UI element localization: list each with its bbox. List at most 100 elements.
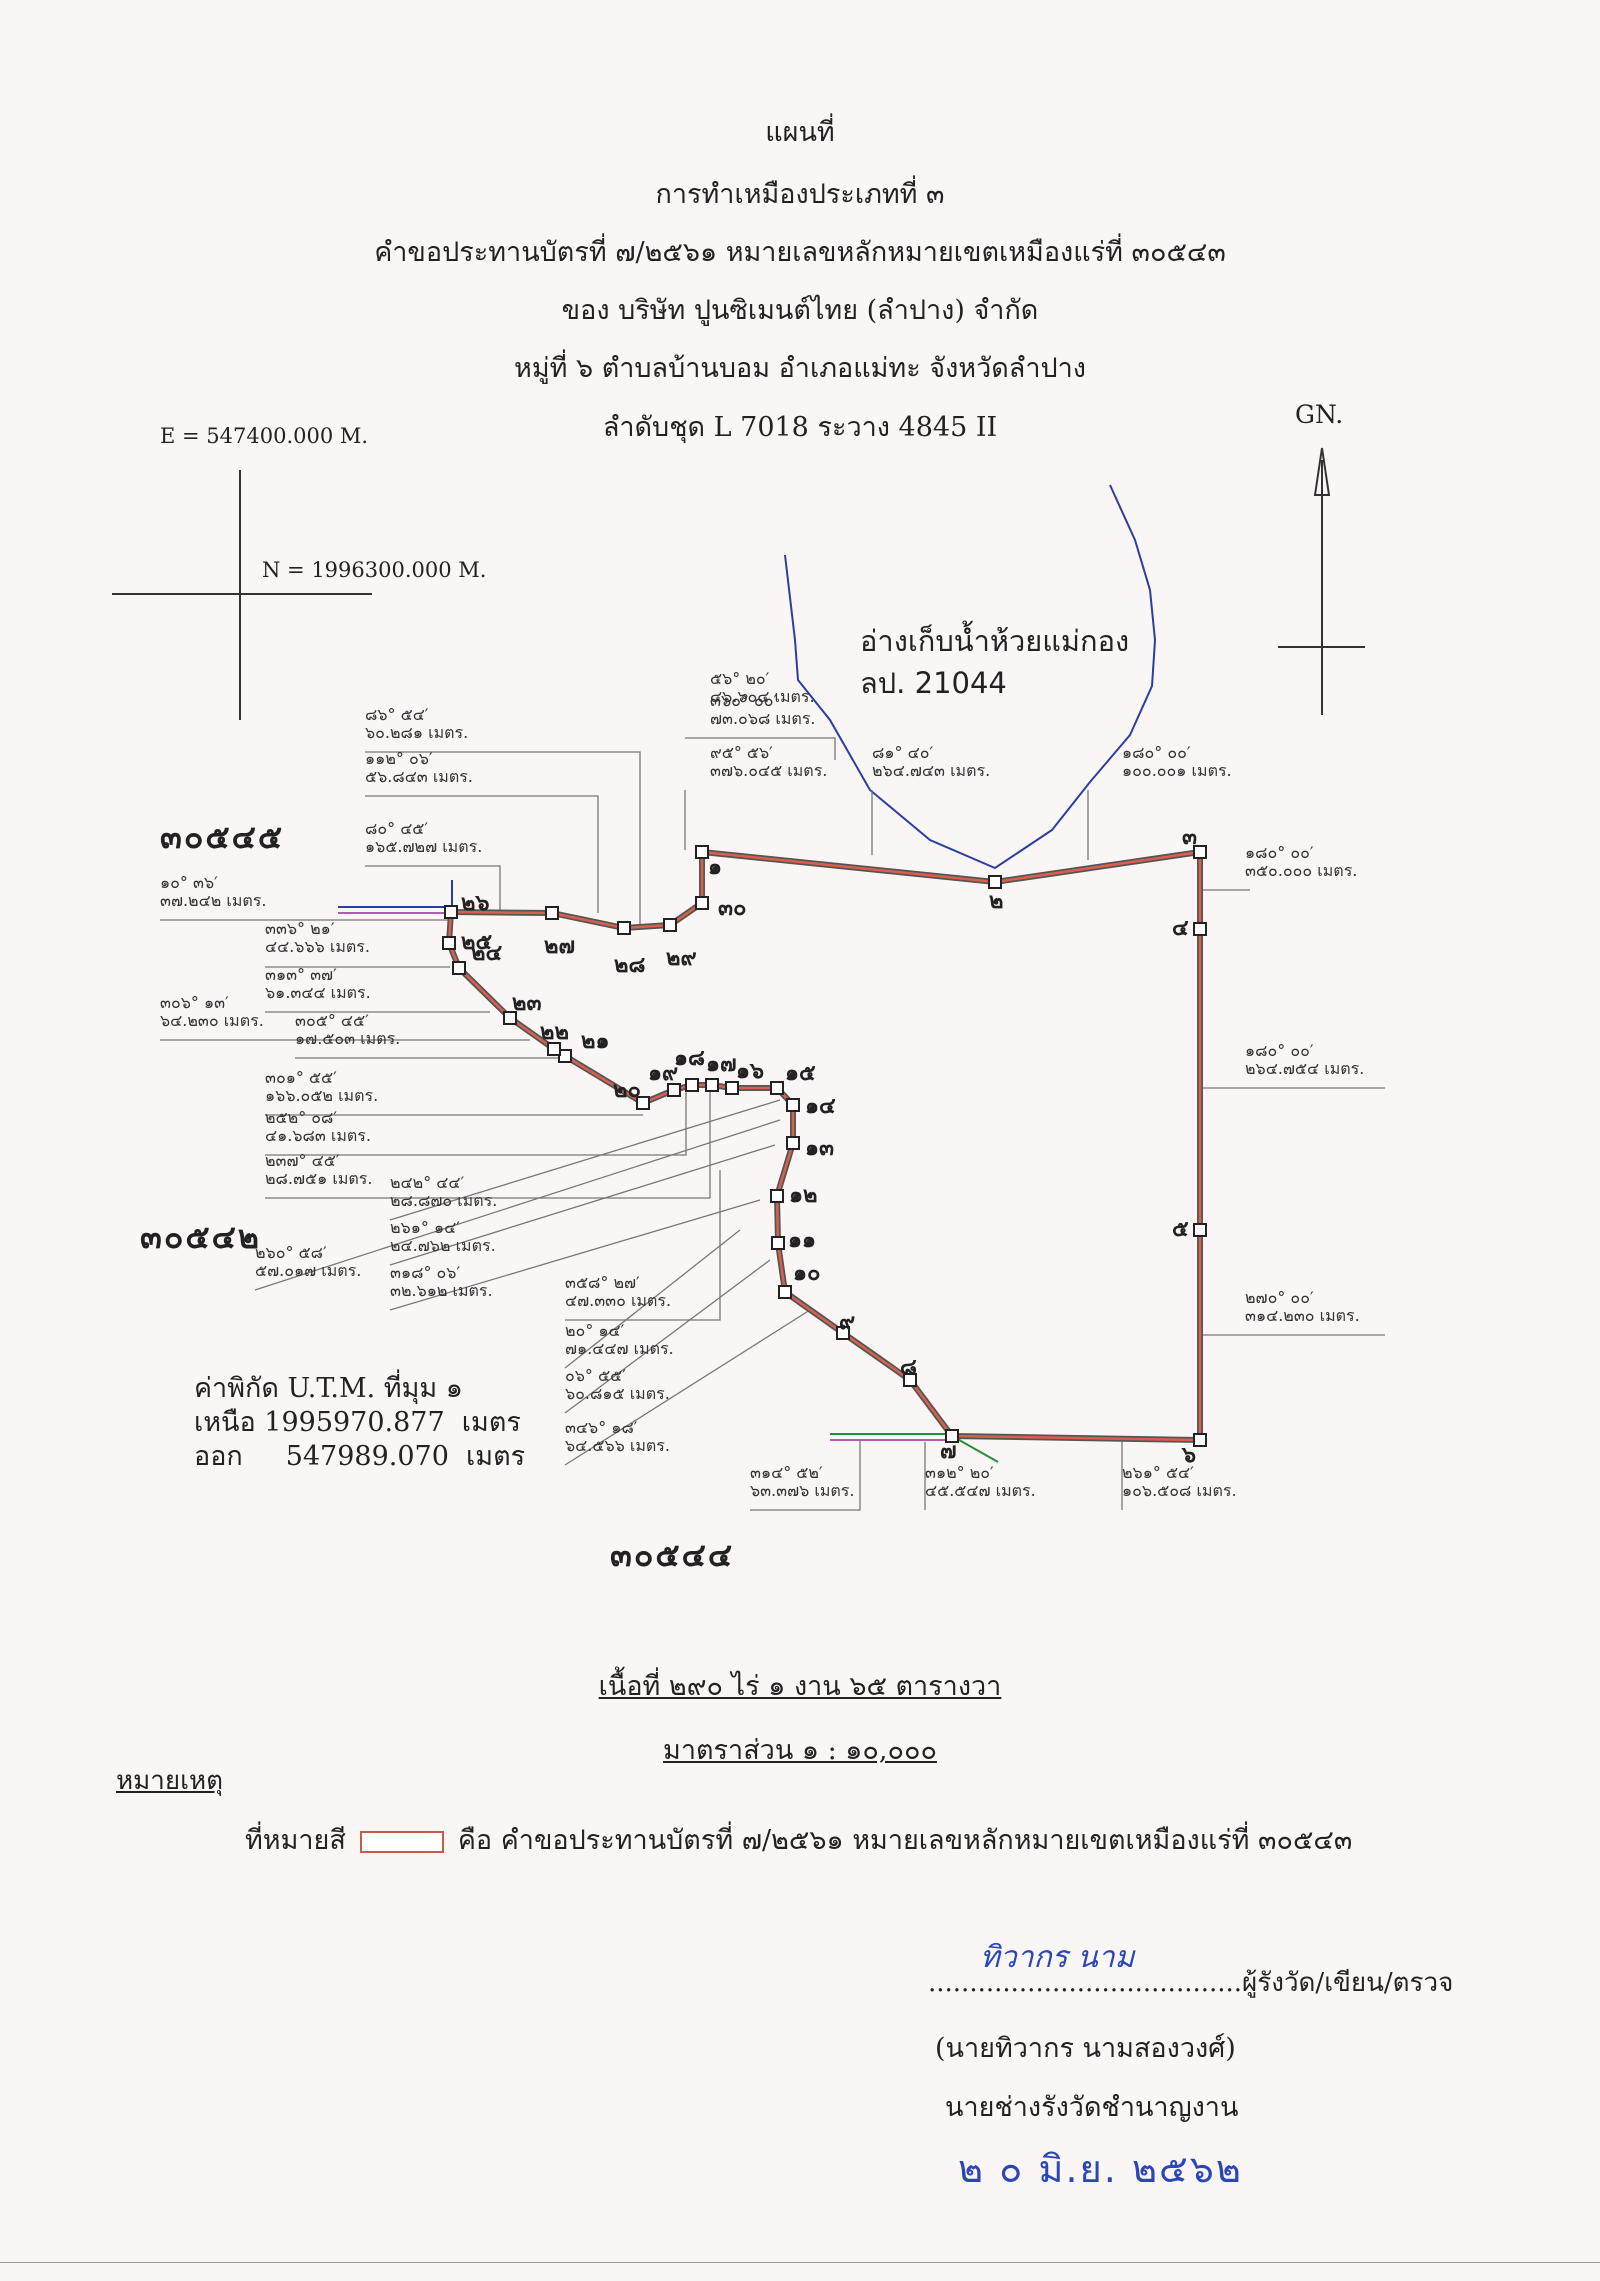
boundary-marker-label: ๒๓ bbox=[512, 990, 542, 1016]
bearing-distance: ๒๘.๗๕๑ เมตร. bbox=[265, 1169, 372, 1188]
adjacent-boundary-southeast bbox=[951, 1435, 999, 1463]
bearing-distance: ๒๘.๘๗๐ เมตร. bbox=[390, 1191, 497, 1210]
boundary-marker-label: ๒๒ bbox=[540, 1019, 569, 1045]
bearing-label: ๓๔๖° ๑๘′๖๔.๕๖๖ เมตร. bbox=[565, 1418, 670, 1455]
boundary-marker bbox=[705, 1078, 719, 1092]
bearing-label: ๑๑๒° ๐๖′๕๖.๘๔๓ เมตร. bbox=[365, 749, 473, 786]
bearing-angle: ๘๖° ๕๔′ bbox=[365, 705, 429, 724]
bearing-distance: ๑๐๐.๐๐๑ เมตร. bbox=[1122, 761, 1232, 780]
boundary-marker-label: ๑๗ bbox=[706, 1051, 737, 1077]
bearing-angle: ๓๑๘° ๐๖′ bbox=[390, 1263, 460, 1282]
bearing-angle: ๘๐° ๔๕′ bbox=[365, 819, 428, 838]
bearing-label: ๒๓๗° ๔๕′๒๘.๗๕๑ เมตร. bbox=[265, 1151, 372, 1188]
bearing-label: ๒๔๒° ๔๔′๒๘.๘๗๐ เมตร. bbox=[390, 1173, 497, 1210]
bearing-label: ๓๐๕° ๔๕′๑๗.๕๐๓ เมตร. bbox=[295, 1011, 400, 1048]
bearing-angle: ๓๔๖° ๑๘′ bbox=[565, 1418, 638, 1437]
boundary-marker bbox=[988, 875, 1002, 889]
bearing-label: ๓๑๓° ๓๗′๖๑.๓๔๔ เมตร. bbox=[265, 965, 371, 1002]
bearing-label: ๑๘๐° ๐๐′๒๖๔.๗๕๔ เมตร. bbox=[1245, 1041, 1364, 1078]
boundary-marker bbox=[667, 1083, 681, 1097]
utm-east: ออก 547989.070 เมตร bbox=[194, 1441, 526, 1472]
boundary-marker bbox=[903, 1373, 917, 1387]
bearing-angle: ๑๐° ๓๖′ bbox=[160, 873, 218, 892]
bearing-angle: ๓๑๒° ๒๐′ bbox=[925, 1463, 994, 1482]
utm-north: เหนือ 1995970.877 เมตร bbox=[194, 1407, 521, 1438]
company-name: ของ บริษัท ปูนซิเมนต์ไทย (ลำปาง) จำกัด bbox=[561, 295, 1039, 326]
boundary-marker-label: ๑๐ bbox=[793, 1260, 820, 1286]
surveyor-title: นายช่างรังวัดชำนาญงาน bbox=[945, 2092, 1239, 2123]
bearing-labels: ๘๖° ๕๔′๖๐.๒๘๑ เมตร. ๑๑๒° ๐๖′๕๖.๘๔๓ เมตร. ๘… bbox=[160, 669, 1364, 1500]
boundary-marker-label: ๑๖ bbox=[736, 1058, 764, 1084]
bearing-label: ๓๑๒° ๒๐′๔๕.๕๔๗ เมตร. bbox=[925, 1463, 1036, 1500]
boundary-marker-label: ๒๑ bbox=[581, 1028, 609, 1054]
neighbor-lot-north: ๓๐๕๔๕ bbox=[160, 818, 285, 856]
bottom-rule bbox=[0, 2262, 1600, 2263]
bearing-label: ๒๕๒° ๐๘′๔๑.๖๘๓ เมตร. bbox=[265, 1108, 371, 1145]
bearing-angle: ๑๑๒° ๐๖′ bbox=[365, 749, 433, 768]
boundary-marker bbox=[770, 1189, 784, 1203]
bearing-label: ๘๖° ๕๔′๖๐.๒๘๑ เมตร. bbox=[365, 705, 468, 742]
bearing-distance: ๖๐.๘๑๕ เมตร. bbox=[565, 1384, 670, 1403]
map-series: ลำดับชุด L 7018 ระวาง 4845 II bbox=[602, 412, 998, 443]
reservoir-name: อ่างเก็บน้ำห้วยแม่กอง bbox=[860, 624, 1130, 658]
boundary-marker bbox=[636, 1096, 650, 1110]
bearing-label: ๓๐๑° ๕๕′๑๖๖.๐๕๒ เมตร. bbox=[265, 1068, 378, 1105]
boundary-marker-label: ๕ bbox=[1172, 1216, 1189, 1242]
bearing-distance: ๓๑๔.๒๓๐ เมตร. bbox=[1245, 1306, 1360, 1325]
boundary-marker bbox=[444, 905, 458, 919]
bearing-label: ๘๑° ๔๐′๒๖๔.๗๔๓ เมตร. bbox=[872, 743, 990, 780]
bearing-distance: ๑๐๖.๕๐๘ เมตร. bbox=[1122, 1481, 1237, 1500]
reservoir-code: ลป. 21044 bbox=[860, 666, 1007, 700]
bearing-distance: ๗๑.๔๔๗ เมตร. bbox=[565, 1339, 674, 1358]
boundary-marker-label: ๑๔ bbox=[805, 1093, 836, 1119]
boundary-marker bbox=[770, 1081, 784, 1095]
concession-request: คำขอประทานบัตรที่ ๗/๒๕๖๑ หมายเลขหลักหมาย… bbox=[374, 237, 1226, 268]
boundary-marker-label: ๒๔ bbox=[471, 940, 503, 966]
boundary-marker bbox=[442, 936, 456, 950]
scale-text: มาตราส่วน ๑ : ๑๐,๐๐๐ bbox=[663, 1735, 937, 1766]
bearing-distance: ๑๖๕.๗๒๗ เมตร. bbox=[365, 837, 482, 856]
bearing-angle: ๓๓๖° ๒๑′ bbox=[265, 919, 335, 938]
bearing-angle: ๓๑๔° ๕๒′ bbox=[750, 1463, 823, 1482]
bearing-angle: ๒๗๐° ๐๐′ bbox=[1245, 1288, 1314, 1307]
bearing-distance: ๖๔.๕๖๖ เมตร. bbox=[565, 1436, 670, 1455]
boundary-marker bbox=[695, 845, 709, 859]
reservoir-boundary bbox=[784, 484, 1157, 870]
bearing-distance: ๖๐.๒๘๑ เมตร. bbox=[365, 723, 468, 742]
bearing-label: ๓๕๘° ๒๗′๔๗.๓๓๐ เมตร. bbox=[565, 1273, 671, 1310]
grid-north-label: GN. bbox=[1295, 400, 1344, 429]
boundary-marker bbox=[547, 1042, 561, 1056]
boundary-marker-label: ๑๘ bbox=[674, 1045, 705, 1071]
area-text: เนื้อที่ ๒๙๐ ไร่ ๑ งาน ๖๕ ตารางวา bbox=[598, 1671, 1002, 1702]
bearing-angle: ๒๔๒° ๔๔′ bbox=[390, 1173, 465, 1192]
bearing-angle: ๐๖° ๕๕′ bbox=[565, 1366, 626, 1385]
bearing-label: ๒๖๑° ๑๔′๒๔.๗๖๒ เมตร. bbox=[390, 1218, 496, 1255]
boundary-marker bbox=[1193, 845, 1207, 859]
bearing-label: ๓๑๘° ๐๖′๓๒.๖๑๒ เมตร. bbox=[390, 1263, 493, 1300]
boundary-marker-label: ๑๙ bbox=[648, 1060, 678, 1086]
bearing-angle: ๓๕๘° ๒๗′ bbox=[565, 1273, 640, 1292]
bearing-label: ๑๘๐° ๐๐′๑๐๐.๐๐๑ เมตร. bbox=[1122, 743, 1232, 780]
bearing-angle: ๒๕๒° ๐๘′ bbox=[265, 1108, 337, 1127]
bearing-distance: ๔๔.๖๖๖ เมตร. bbox=[265, 937, 370, 956]
bearing-leaders bbox=[160, 737, 1385, 1511]
boundary-marker-label: ๑๓ bbox=[805, 1135, 834, 1161]
bearing-distance: ๑๖๖.๐๕๒ เมตร. bbox=[265, 1086, 378, 1105]
boundary-marker bbox=[617, 921, 631, 935]
northing-label: N = 1996300.000 M. bbox=[262, 558, 487, 582]
bearing-label: ๒๖๑° ๕๔′๑๐๖.๕๐๘ เมตร. bbox=[1122, 1463, 1237, 1500]
bearing-angle: ๘๑° ๔๐′ bbox=[872, 743, 933, 762]
boundary-marker bbox=[778, 1285, 792, 1299]
map-title: แผนที่ bbox=[765, 117, 835, 148]
bearing-angle: ๒๐° ๑๔′ bbox=[565, 1321, 625, 1340]
surveyor-name: (นายทิวากร นามสองวงศ์) bbox=[935, 2033, 1236, 2064]
boundary-marker-label: ๓ bbox=[1182, 824, 1197, 850]
boundary-marker bbox=[545, 906, 559, 920]
utm-box: ค่าพิกัด U.T.M. ที่มุม ๑ เหนือ 1995970.8… bbox=[194, 1372, 525, 1474]
bearing-angle: ๑๘๐° ๐๐′ bbox=[1245, 843, 1314, 862]
boundary-marker bbox=[771, 1236, 785, 1250]
boundary-marker bbox=[1193, 1433, 1207, 1447]
bearing-distance: ๕๗.๐๑๗ เมตร. bbox=[255, 1261, 361, 1280]
north-arrow-icon bbox=[1313, 447, 1331, 496]
